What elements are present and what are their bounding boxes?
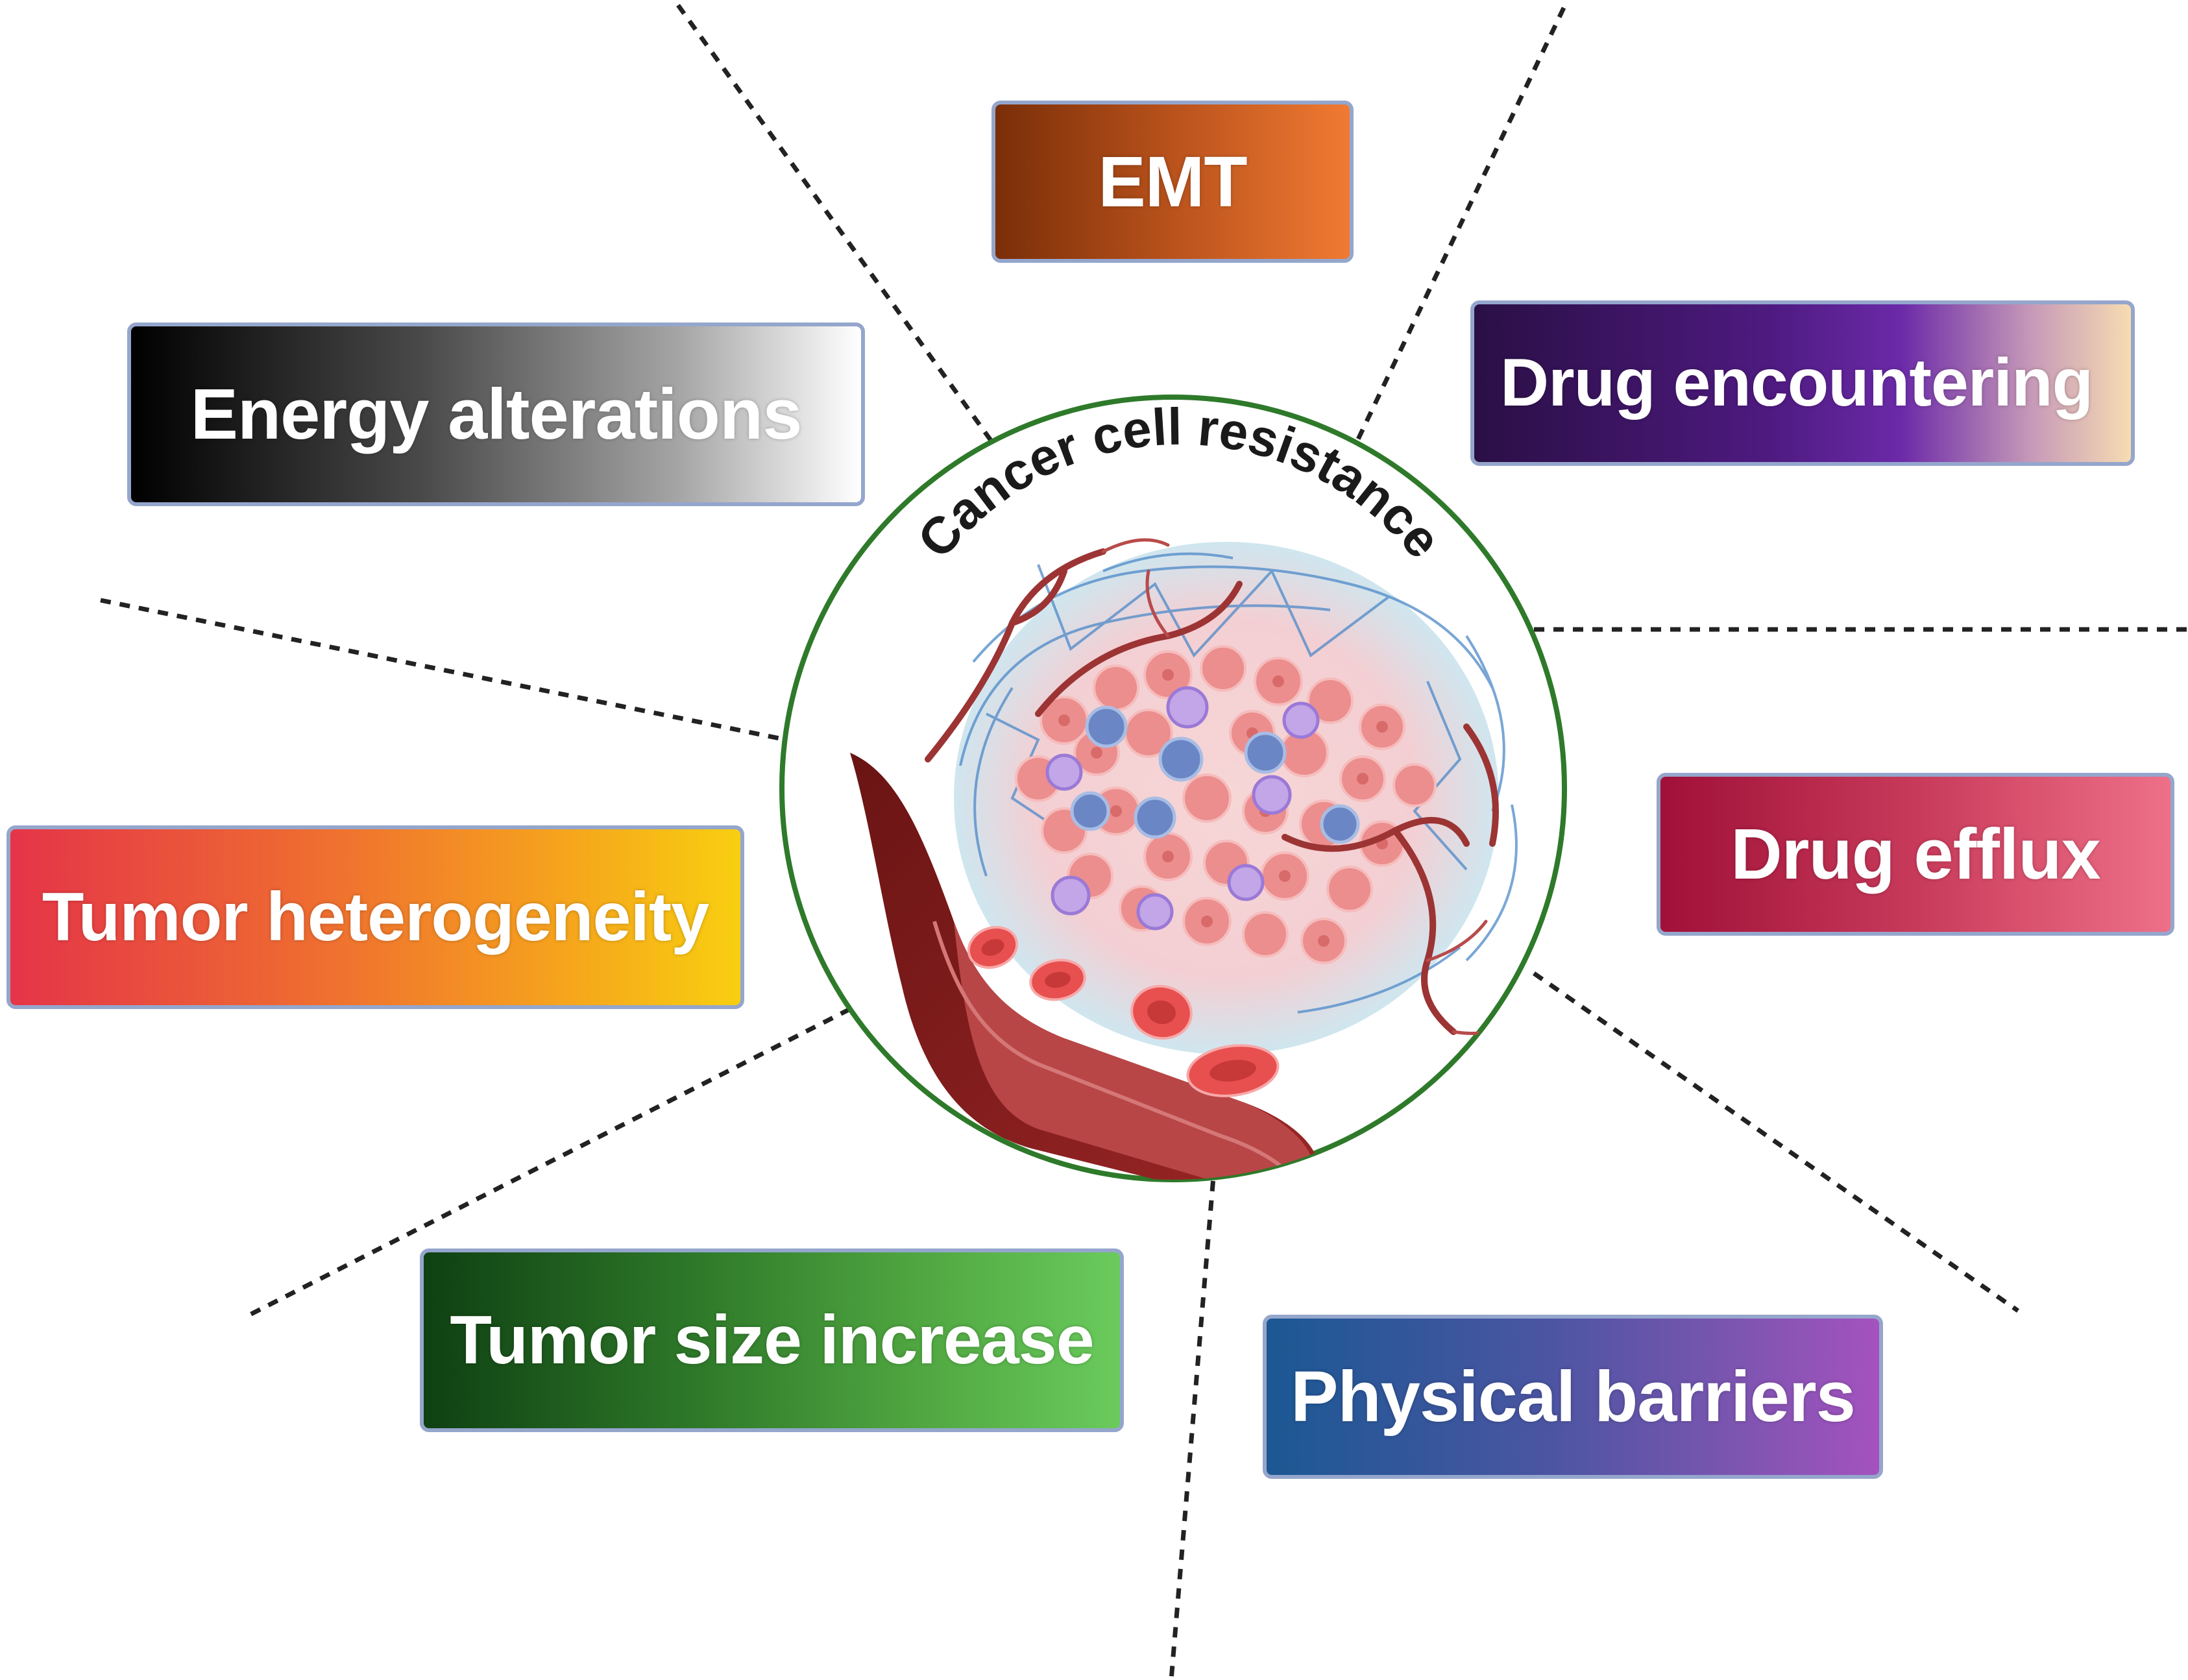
factor-tumor-heterogeneity: Tumor heterogeneity [6, 825, 744, 1009]
factor-tumor-size-increase-label: Tumor size increase [450, 1302, 1094, 1378]
factor-physical-barriers-label: Physical barriers [1291, 1357, 1856, 1437]
factor-drug-efflux: Drug efflux [1657, 773, 2174, 936]
factor-energy-alterations: Energy alterations [127, 323, 865, 506]
red-blood-cell-icon [967, 925, 1280, 1097]
connector-physical [1532, 971, 2020, 1313]
connector-energy [100, 598, 781, 741]
factor-emt: EMT [991, 101, 1354, 263]
connector-lines [100, 3, 2188, 1680]
factor-physical-barriers: Physical barriers [1263, 1315, 1883, 1479]
factor-drug-efflux-label: Drug efflux [1731, 814, 2101, 894]
connector-tumor-size [1169, 1161, 1217, 1680]
factor-tumor-size-increase: Tumor size increase [420, 1248, 1124, 1432]
factor-emt-label: EMT [1098, 141, 1247, 222]
factor-drug-encountering-label: Drug encountering [1500, 345, 2093, 420]
factor-drug-encountering: Drug encountering [1470, 300, 2135, 466]
factor-tumor-heterogeneity-label: Tumor heterogeneity [42, 879, 709, 955]
connector-tumor-het [249, 1006, 851, 1317]
tumor-microenvironment-icon [925, 538, 1518, 1054]
factor-energy-alterations-label: Energy alterations [190, 374, 803, 454]
connector-drug-encountering [1348, 6, 1566, 456]
